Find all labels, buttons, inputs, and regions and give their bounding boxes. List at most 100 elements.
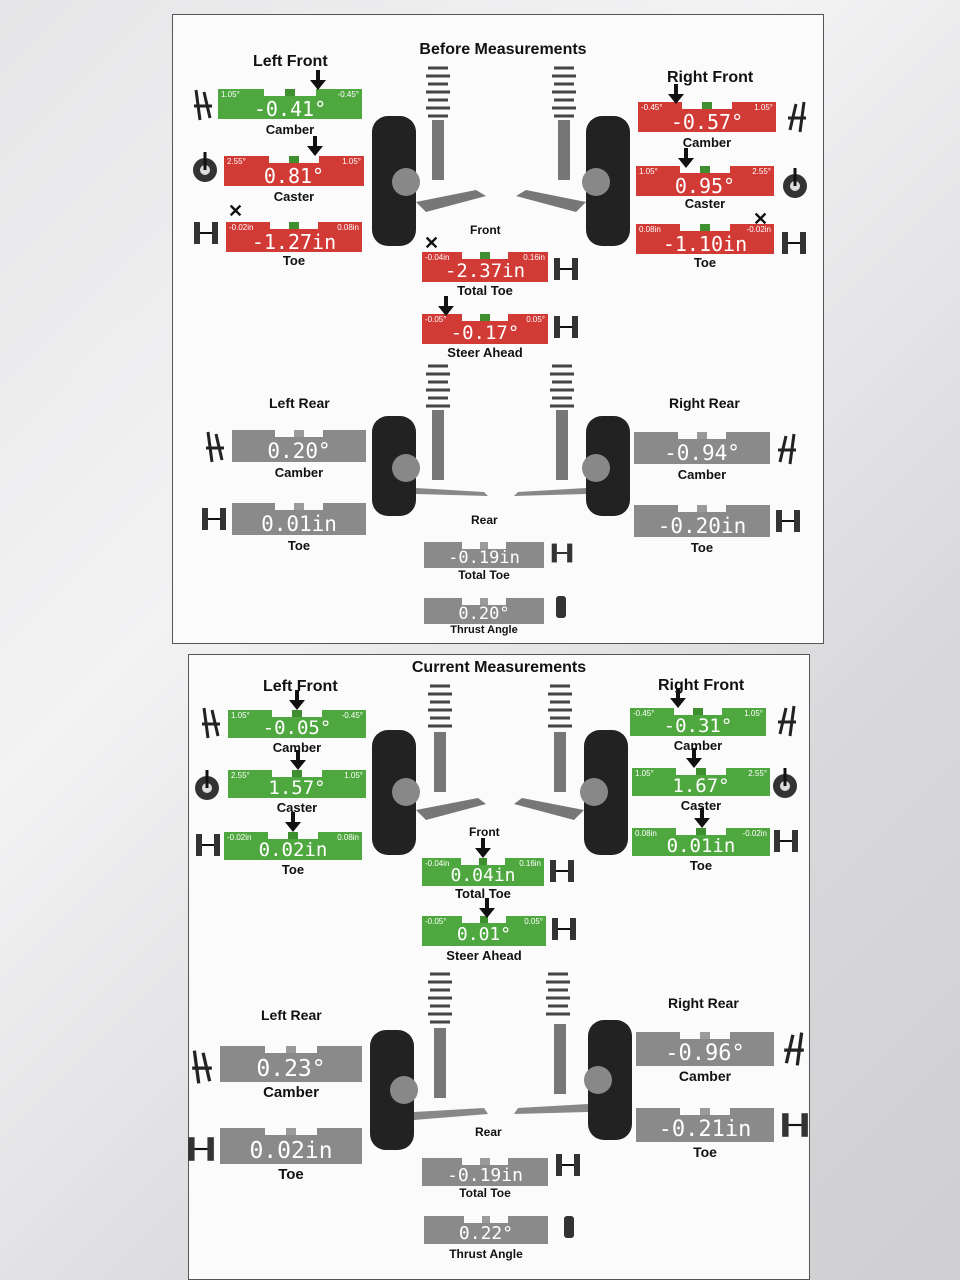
front-suspension-illustration — [372, 66, 630, 246]
header-front: Front — [469, 825, 500, 839]
out-of-range-x-icon: ✕ — [753, 209, 769, 229]
lf-toe-gauge: -0.02in 0.08in 0.02in Toe — [224, 832, 362, 878]
caster-icon — [783, 168, 807, 198]
lf-camber-gauge: 1.05° -0.45° -0.05° Camber — [228, 710, 366, 756]
toe-icon — [782, 232, 806, 254]
gauge-label: Caster — [684, 196, 726, 211]
toe-value: 0.02in — [258, 839, 328, 861]
camber-value: -0.41° — [253, 97, 327, 121]
header-rear: Rear — [471, 513, 498, 527]
thrust-angle-value: 0.22° — [458, 1223, 514, 1244]
toe-icon — [774, 830, 798, 852]
gauge-label: Steer Ahead — [447, 345, 523, 360]
rr-toe-gauge: -0.21in Toe — [636, 1108, 774, 1164]
camber-icon — [784, 1032, 804, 1066]
caster-icon — [193, 152, 217, 182]
min-limit: -0.05° — [425, 917, 447, 926]
header-right-rear: Right Rear — [668, 995, 739, 1011]
lr-toe-gauge: 0.02in Toe — [220, 1128, 362, 1186]
indicator-arrow-icon — [310, 70, 326, 90]
gauge-label: Caster — [273, 189, 315, 204]
header-left-front: Left Front — [263, 678, 338, 695]
total-toe-icon — [551, 543, 573, 563]
indicator-arrow-icon — [686, 748, 702, 768]
gauge-label: Toe — [693, 255, 717, 270]
max-limit: 2.55° — [752, 167, 771, 176]
steer-ahead-gauge: -0.05° 0.05° -0.17° Steer Ahead — [422, 314, 548, 362]
max-limit: -0.02in — [746, 225, 771, 234]
min-limit: 2.55° — [231, 771, 250, 780]
caster-value: 1.67° — [672, 775, 730, 797]
min-limit: -0.04in — [425, 253, 450, 262]
max-limit: -0.02in — [742, 829, 767, 838]
front-total-toe-gauge: -0.04in 0.16in 0.04in Total Toe — [422, 858, 544, 904]
max-limit: 1.05° — [342, 157, 361, 166]
header-left-rear: Left Rear — [269, 395, 330, 411]
section-title: Current Measurements — [411, 659, 587, 676]
rf-camber-gauge: -0.45° 1.05° -0.57° Camber — [638, 102, 776, 150]
total-toe-icon — [550, 860, 574, 882]
toe-icon — [196, 834, 220, 856]
max-limit: 0.05° — [526, 315, 545, 324]
rf-caster-gauge: 1.05° 2.55° 0.95° Caster — [636, 166, 774, 214]
camber-icon — [206, 431, 224, 463]
min-limit: -0.04in — [425, 859, 450, 868]
min-limit: 0.08in — [639, 225, 661, 234]
gauge-label: Toe — [281, 862, 305, 877]
max-limit: 0.08in — [337, 833, 359, 842]
gauge-label: Total Toe — [458, 568, 510, 582]
camber-value: -0.31° — [663, 715, 733, 737]
lf-camber-gauge: 1.05° -0.45° -0.41° Camber — [218, 89, 362, 137]
min-limit: -0.05° — [425, 315, 447, 324]
toe-icon — [202, 508, 226, 530]
rf-toe-gauge: 0.08in -0.02in -1.10in Toe — [636, 224, 774, 270]
min-limit: -0.45° — [633, 709, 655, 718]
camber-value: -0.96° — [665, 1041, 745, 1066]
camber-value: -0.94° — [664, 441, 740, 465]
steer-ahead-value: -0.17° — [450, 322, 520, 344]
rear-total-toe-gauge: -0.19in Total Toe — [424, 542, 544, 584]
gauge-label: Camber — [274, 465, 324, 480]
gauge-label: Camber — [678, 1068, 732, 1084]
rf-toe-gauge: 0.08in -0.02in 0.01in Toe — [632, 828, 770, 874]
gauge-label: Toe — [693, 1144, 717, 1160]
total-toe-value: -0.19in — [447, 1165, 523, 1186]
gauge-label: Toe — [287, 538, 311, 553]
camber-icon — [202, 707, 220, 739]
caster-value: 1.57° — [268, 777, 326, 799]
rf-caster-gauge: 1.05° 2.55° 1.67° Caster — [632, 768, 770, 814]
total-toe-icon — [556, 1154, 580, 1176]
max-limit: 0.08in — [337, 223, 359, 232]
gauge-label: Camber — [673, 738, 723, 753]
rr-camber-gauge: -0.94° Camber — [634, 432, 770, 484]
indicator-arrow-icon — [290, 750, 306, 770]
min-limit: -0.45° — [641, 103, 663, 112]
thrust-angle-gauge: 0.20° Thrust Angle — [424, 598, 544, 640]
toe-value: -1.27in — [251, 230, 337, 254]
max-limit: 0.16in — [523, 253, 545, 262]
header-right-rear: Right Rear — [669, 395, 740, 411]
header-right-front: Right Front — [667, 69, 754, 86]
thrust-angle-value: 0.20° — [458, 604, 510, 624]
thrust-angle-gauge: 0.22° Thrust Angle — [424, 1216, 548, 1264]
toe-value: 0.01in — [666, 835, 736, 857]
lf-caster-gauge: 2.55° 1.05° 0.81° Caster — [224, 156, 364, 204]
camber-icon — [788, 101, 806, 133]
front-total-toe-gauge: -0.04in 0.16in -2.37in Total Toe — [422, 252, 548, 300]
max-limit: 1.05° — [754, 103, 773, 112]
toe-value: -1.10in — [662, 232, 748, 256]
camber-value: 0.20° — [267, 439, 331, 463]
toe-icon — [782, 1113, 808, 1137]
indicator-arrow-icon — [475, 838, 491, 858]
max-limit: 1.05° — [744, 709, 763, 718]
max-limit: -0.45° — [337, 90, 359, 99]
lf-toe-gauge: -0.02in 0.08in -1.27in Toe — [226, 222, 362, 268]
gauge-label: Total Toe — [459, 1186, 511, 1200]
header-left-rear: Left Rear — [261, 1007, 322, 1023]
indicator-arrow-icon — [289, 690, 305, 710]
steer-ahead-gauge: -0.05° 0.05° 0.01° Steer Ahead — [422, 916, 546, 963]
gauge-label: Thrust Angle — [450, 624, 518, 636]
gauge-label: Caster — [680, 798, 722, 813]
rear-suspension-illustration — [372, 364, 630, 516]
gauge-label: Steer Ahead — [446, 948, 522, 963]
